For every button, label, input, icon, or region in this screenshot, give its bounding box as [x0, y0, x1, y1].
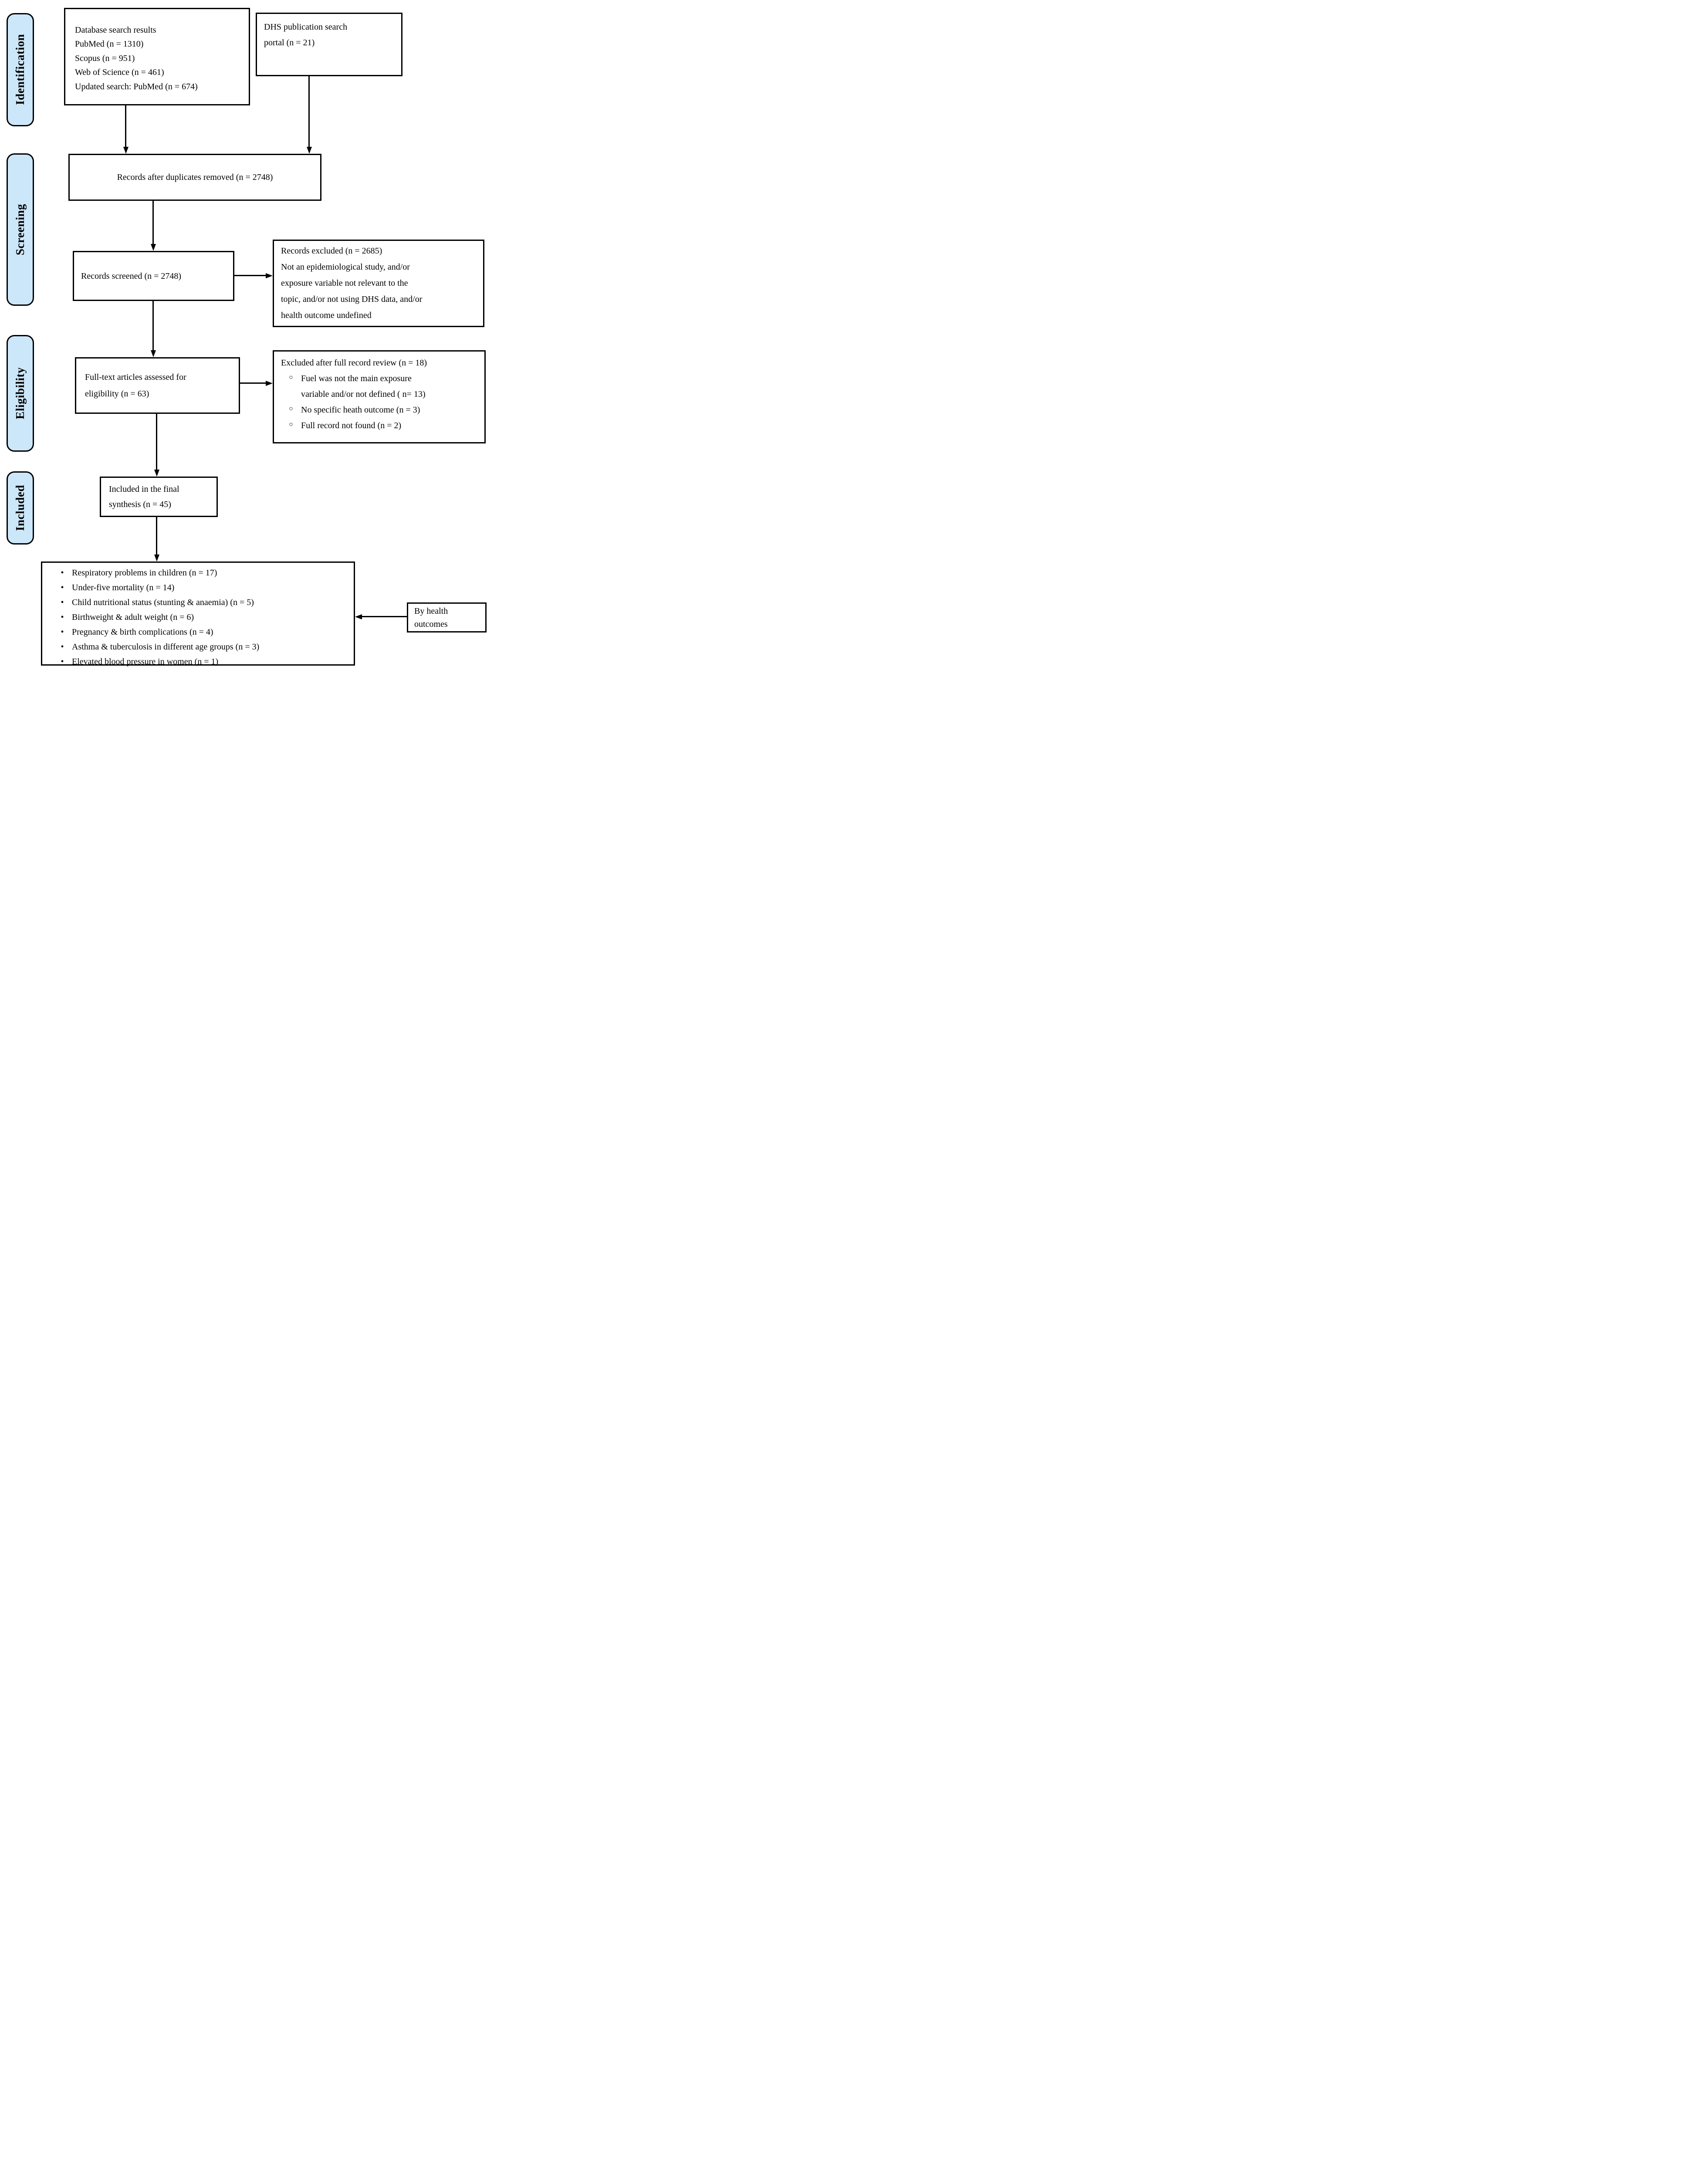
stage-identification: Identification [7, 13, 34, 126]
included-final-box: Included in the final synthesis (n = 45) [100, 477, 218, 517]
outcome-item: • Birthweight & adult weight (n = 6) [53, 610, 351, 625]
outcome-item-text: Respiratory problems in children (n = 17… [72, 568, 217, 578]
bullet-icon: • [61, 627, 64, 637]
outcome-item: • Child nutritional status (stunting & a… [53, 595, 351, 610]
bullet-icon: • [61, 612, 64, 622]
stage-included: Included [7, 471, 34, 544]
circle-bullet-icon: ○ [289, 421, 293, 428]
outcome-item-text: Under-five mortality (n = 14) [72, 583, 175, 592]
bullet-icon: • [61, 598, 64, 607]
dhs-portal-box: DHS publication search portal (n = 21) [256, 13, 402, 76]
bullet-icon: • [61, 642, 64, 652]
records-excluded-box: Records excluded (n = 2685) Not an epide… [273, 240, 484, 327]
outcome-item: • Under-five mortality (n = 14) [53, 580, 351, 595]
stage-eligibility: Eligibility [7, 335, 34, 452]
excluded-review-item-line: variable and/or not defined ( n= 13) [301, 389, 426, 399]
database-search-box: Database search results PubMed (n = 1310… [64, 8, 250, 105]
excluded-review-item: ○ Full record not found (n = 2) [281, 418, 482, 433]
fulltext-assessed-box: Full-text articles assessed for eligibil… [75, 357, 240, 414]
outcomes-box: • Respiratory problems in children (n = … [41, 561, 355, 666]
dhs-line: DHS publication search [264, 22, 348, 32]
records-excluded-line: topic, and/or not using DHS data, and/or [281, 294, 423, 304]
duplicates-removed-text: Records after duplicates removed (n = 27… [117, 172, 273, 182]
stage-screening: Screening [7, 153, 34, 306]
by-health-line: outcomes [414, 619, 448, 629]
by-health-line: By health [414, 606, 448, 616]
outcome-item: • Respiratory problems in children (n = … [53, 565, 351, 580]
outcome-item-text: Birthweight & adult weight (n = 6) [72, 612, 194, 622]
fulltext-line: Full-text articles assessed for [85, 372, 186, 382]
database-line: PubMed (n = 1310) [75, 39, 144, 49]
excluded-review-item-text: Full record not found (n = 2) [301, 421, 402, 430]
by-health-outcomes-box: By health outcomes [407, 602, 487, 632]
bullet-icon: • [61, 657, 64, 666]
excluded-review-item-line: Fuel was not the main exposure [301, 374, 412, 383]
outcome-item: • Asthma & tuberculosis in different age… [53, 639, 351, 654]
records-excluded-line: Records excluded (n = 2685) [281, 246, 382, 256]
circle-bullet-icon: ○ [289, 374, 293, 381]
outcome-item-text: Child nutritional status (stunting & ana… [72, 598, 254, 607]
database-line: Web of Science (n = 461) [75, 68, 164, 78]
records-excluded-line: health outcome undefined [281, 311, 372, 320]
outcome-item: • Elevated blood pressure in women (n = … [53, 654, 351, 669]
excluded-review-item: ○ Fuel was not the main exposure variabl… [281, 371, 482, 402]
excluded-review-item-text: Fuel was not the main exposure variable … [301, 371, 482, 402]
included-final-line: synthesis (n = 45) [109, 499, 171, 509]
excluded-review-item: ○ No specific heath outcome (n = 3) [281, 402, 482, 418]
outcome-item-text: Pregnancy & birth complications (n = 4) [72, 627, 213, 637]
outcome-item: • Pregnancy & birth complications (n = 4… [53, 625, 351, 639]
excluded-review-title: Excluded after full record review (n = 1… [281, 358, 427, 368]
database-line: Scopus (n = 951) [75, 53, 135, 63]
excluded-after-review-box: Excluded after full record review (n = 1… [273, 350, 486, 443]
stage-screening-label: Screening [14, 204, 27, 255]
records-excluded-line: Not an epidemiological study, and/or [281, 262, 410, 272]
duplicates-removed-box: Records after duplicates removed (n = 27… [68, 154, 321, 201]
records-screened-text: Records screened (n = 2748) [81, 271, 182, 281]
stage-identification-label: Identification [14, 34, 27, 105]
records-screened-box: Records screened (n = 2748) [73, 251, 234, 301]
bullet-icon: • [61, 583, 64, 592]
excluded-review-item-text: No specific heath outcome (n = 3) [301, 405, 420, 415]
circle-bullet-icon: ○ [289, 405, 293, 413]
bullet-icon: • [61, 568, 64, 578]
outcome-item-text: Elevated blood pressure in women (n = 1) [72, 657, 219, 666]
records-excluded-line: exposure variable not relevant to the [281, 278, 408, 288]
stage-eligibility-label: Eligibility [14, 367, 27, 419]
fulltext-line: eligibility (n = 63) [85, 389, 149, 399]
database-line: Database search results [75, 25, 156, 35]
database-line: Updated search: PubMed (n = 674) [75, 81, 198, 91]
included-final-line: Included in the final [109, 484, 179, 494]
prisma-flow-diagram: Identification Screening Eligibility Inc… [0, 0, 488, 671]
dhs-line: portal (n = 21) [264, 38, 315, 47]
outcome-item-text: Asthma & tuberculosis in different age g… [72, 642, 260, 652]
stage-included-label: Included [14, 484, 27, 531]
